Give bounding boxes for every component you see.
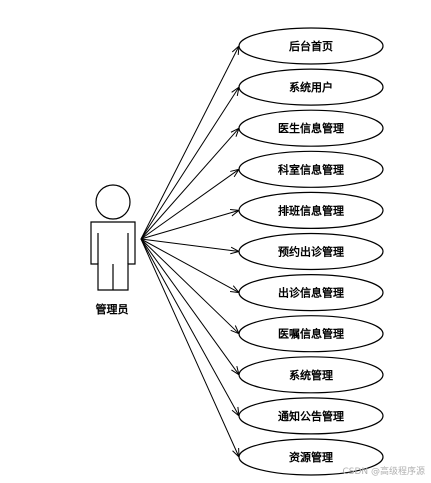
use-case-ellipse — [238, 397, 384, 435]
use-case-label: 系统用户 — [289, 80, 333, 94]
association-line — [140, 127, 240, 240]
association-line — [140, 238, 240, 458]
arrowhead — [231, 365, 240, 376]
use-case-ellipse — [238, 68, 384, 106]
use-case-ellipse — [238, 27, 384, 65]
use-case: 系统用户 — [238, 68, 384, 106]
watermark-text: CSDN @高级程序源 — [342, 467, 425, 477]
use-case-ellipse — [238, 438, 384, 476]
use-case-label: 预约出诊管理 — [278, 245, 344, 259]
use-case-label: 排班信息管理 — [278, 203, 344, 217]
use-case: 医嘱信息管理 — [238, 315, 384, 353]
use-case-ellipse — [238, 191, 384, 229]
association-line — [140, 238, 240, 294]
association-line — [140, 238, 240, 335]
arrowhead — [230, 285, 241, 294]
use-case: 通知公告管理 — [238, 397, 384, 435]
use-case-ellipse — [238, 356, 384, 394]
use-case: 预约出诊管理 — [238, 232, 384, 271]
use-case-ellipse — [238, 150, 384, 188]
use-case-label: 通知公告管理 — [278, 409, 344, 423]
association-arrows — [140, 44, 241, 459]
association-line — [140, 238, 240, 417]
use-case: 排班信息管理 — [238, 191, 384, 229]
use-case-ellipse — [238, 232, 384, 271]
use-case-ellipse — [238, 315, 384, 353]
use-case-label: 后台首页 — [289, 39, 333, 53]
use-case-label: 出诊信息管理 — [278, 286, 344, 300]
association-line — [140, 238, 240, 376]
arrowhead — [230, 168, 241, 178]
actor-label: 管理员 — [96, 302, 129, 316]
use-cases: 后台首页系统用户医生信息管理科室信息管理排班信息管理预约出诊管理出诊信息管理医嘱… — [238, 27, 384, 476]
use-case: 系统管理 — [238, 356, 384, 394]
actor-admin: 管理员 — [90, 184, 136, 316]
use-case: 医生信息管理 — [238, 109, 384, 147]
use-case-label: 科室信息管理 — [278, 162, 344, 176]
use-case: 资源管理 — [238, 438, 384, 476]
use-case-label: 医嘱信息管理 — [278, 327, 344, 341]
association-line — [140, 238, 240, 252]
use-case: 出诊信息管理 — [238, 274, 384, 312]
arrowhead — [231, 85, 240, 97]
association-line — [140, 45, 240, 240]
association-line — [140, 209, 240, 240]
use-case-label: 医生信息管理 — [278, 121, 344, 135]
use-case-label: 系统管理 — [289, 368, 333, 382]
use-case-ellipse — [238, 109, 384, 147]
arrowhead — [231, 406, 240, 418]
actor-head — [95, 184, 131, 220]
use-case-ellipse — [238, 274, 384, 312]
association-line — [140, 86, 240, 240]
use-case: 科室信息管理 — [238, 150, 384, 188]
use-case-label: 资源管理 — [289, 450, 333, 464]
actor-body — [90, 221, 136, 291]
association-line — [140, 168, 240, 240]
use-case: 后台首页 — [238, 27, 384, 65]
